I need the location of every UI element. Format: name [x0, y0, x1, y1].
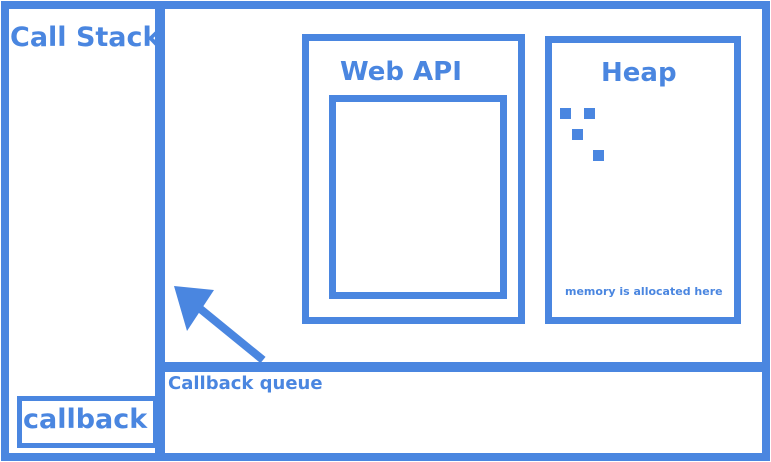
callback-queue-title: Callback queue — [168, 373, 323, 394]
web-api-title: Web API — [340, 57, 462, 87]
heap-memory-block — [593, 150, 604, 161]
call-stack-title: Call Stack — [10, 22, 161, 53]
callback-queue-separator — [160, 362, 770, 372]
heap-title: Heap — [601, 58, 677, 88]
call-stack-callback-frame — [17, 396, 158, 448]
heap-memory-block — [572, 129, 583, 140]
web-api-inner-box — [329, 95, 507, 299]
arrow-head — [174, 286, 214, 331]
arrow-shaft — [195, 303, 266, 364]
heap-memory-block — [584, 108, 595, 119]
heap-note: memory is allocated here — [565, 285, 723, 298]
heap-memory-block — [560, 108, 571, 119]
web-api-box — [302, 34, 525, 324]
call-stack-callback-label: callback — [23, 404, 148, 435]
call-stack-divider — [155, 1, 165, 461]
heap-box — [545, 36, 741, 324]
